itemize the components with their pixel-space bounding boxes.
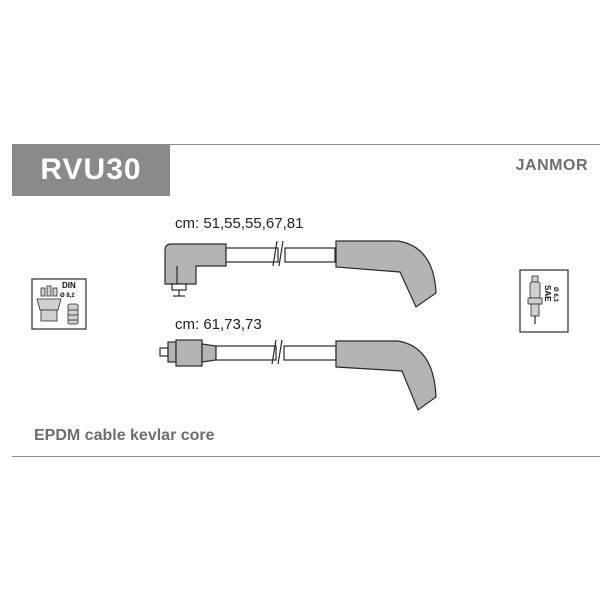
- cable-lengths-set-2: cm: 61,73,73: [175, 316, 262, 333]
- brand-name: JANMOR: [515, 157, 588, 174]
- spark-plug-boot-lower: [335, 340, 437, 411]
- lower-ignition-cable: [159, 339, 437, 411]
- distributor-cap-badge: DIN Ø 8,2: [31, 278, 87, 330]
- cable-break-mark: [271, 339, 283, 365]
- cable-break-mark: [272, 240, 284, 267]
- badge-din-diameter: Ø 8,2: [60, 293, 75, 299]
- cable-segment-left: [215, 345, 277, 361]
- spark-plug-icon: [527, 275, 543, 324]
- badge-sae-standard: SAE: [543, 285, 552, 302]
- cable-description: EPDM cable kevlar core: [34, 427, 215, 444]
- upper-ignition-cable: [164, 240, 437, 308]
- spark-plug-boot-upper: [335, 240, 437, 308]
- badge-sae-diameter: Ø 6,3: [552, 287, 558, 302]
- bottom-rule: [12, 456, 600, 457]
- angled-distributor-connector: [164, 243, 227, 297]
- cable-segment-right: [284, 247, 336, 263]
- cable-segment-left: [225, 247, 279, 263]
- plug-boot-icon: [67, 303, 79, 325]
- straight-distributor-connector: [159, 339, 217, 367]
- badge-din-standard: DIN: [62, 281, 76, 290]
- spark-plug-badge: SAE Ø 6,3: [519, 269, 569, 333]
- distributor-cap-icon: [36, 285, 62, 322]
- cable-segment-right: [283, 345, 337, 361]
- cable-lengths-set-1: cm: 51,55,55,67,81: [175, 215, 304, 232]
- top-rule: [12, 144, 600, 145]
- part-code-badge: RVU30: [12, 144, 170, 196]
